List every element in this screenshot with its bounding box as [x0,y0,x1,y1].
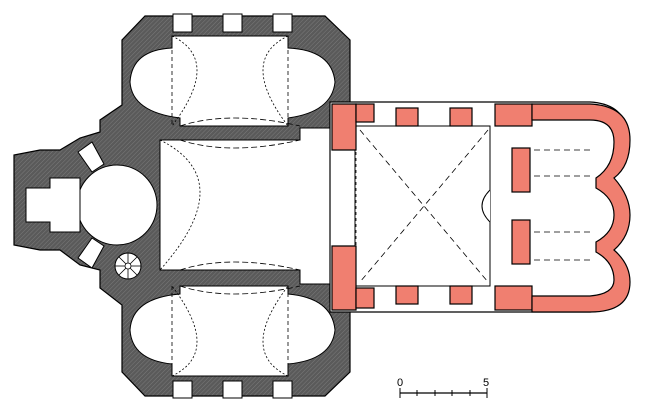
pulpit-niche [481,189,491,223]
wall-block-south [355,287,375,309]
scale-label-end: 5 [483,377,489,389]
apse-wall [531,103,631,313]
pier-east-south [511,219,531,265]
west-rotunda-interior [76,164,158,246]
old-vault-lines [159,35,301,377]
wall-block-south [494,285,533,311]
new-masonry-walls [331,103,631,313]
wall-block-north [355,103,375,123]
nave-floor [354,125,491,287]
wall-block-north [449,107,473,127]
north-chapel-interior [129,35,336,127]
window-opening [272,13,293,33]
bottom-window-openings [172,380,293,399]
window-opening [272,380,293,399]
window-opening [222,380,243,399]
scale-bar: 0 5 [397,377,489,398]
window-opening [172,13,193,33]
new-nave-masonry [329,101,631,313]
wall-block-south [449,285,473,305]
old-church-masonry [13,13,351,399]
wall-block-north [494,103,533,127]
window-opening [222,13,243,33]
pier-nw [331,103,357,151]
pier-east-north [511,147,531,193]
rotunda-niche-north [77,141,105,173]
spiral-staircase [114,252,142,280]
scale-label-start: 0 [397,377,403,389]
wall-block-south [395,285,419,305]
wall-block-north [395,107,419,127]
west-porch-interior [25,177,81,233]
rotunda-niche-south [77,237,105,269]
pier-sw [331,245,357,311]
crossing-interior [159,127,331,285]
window-opening [172,380,193,399]
top-window-openings [172,13,293,33]
